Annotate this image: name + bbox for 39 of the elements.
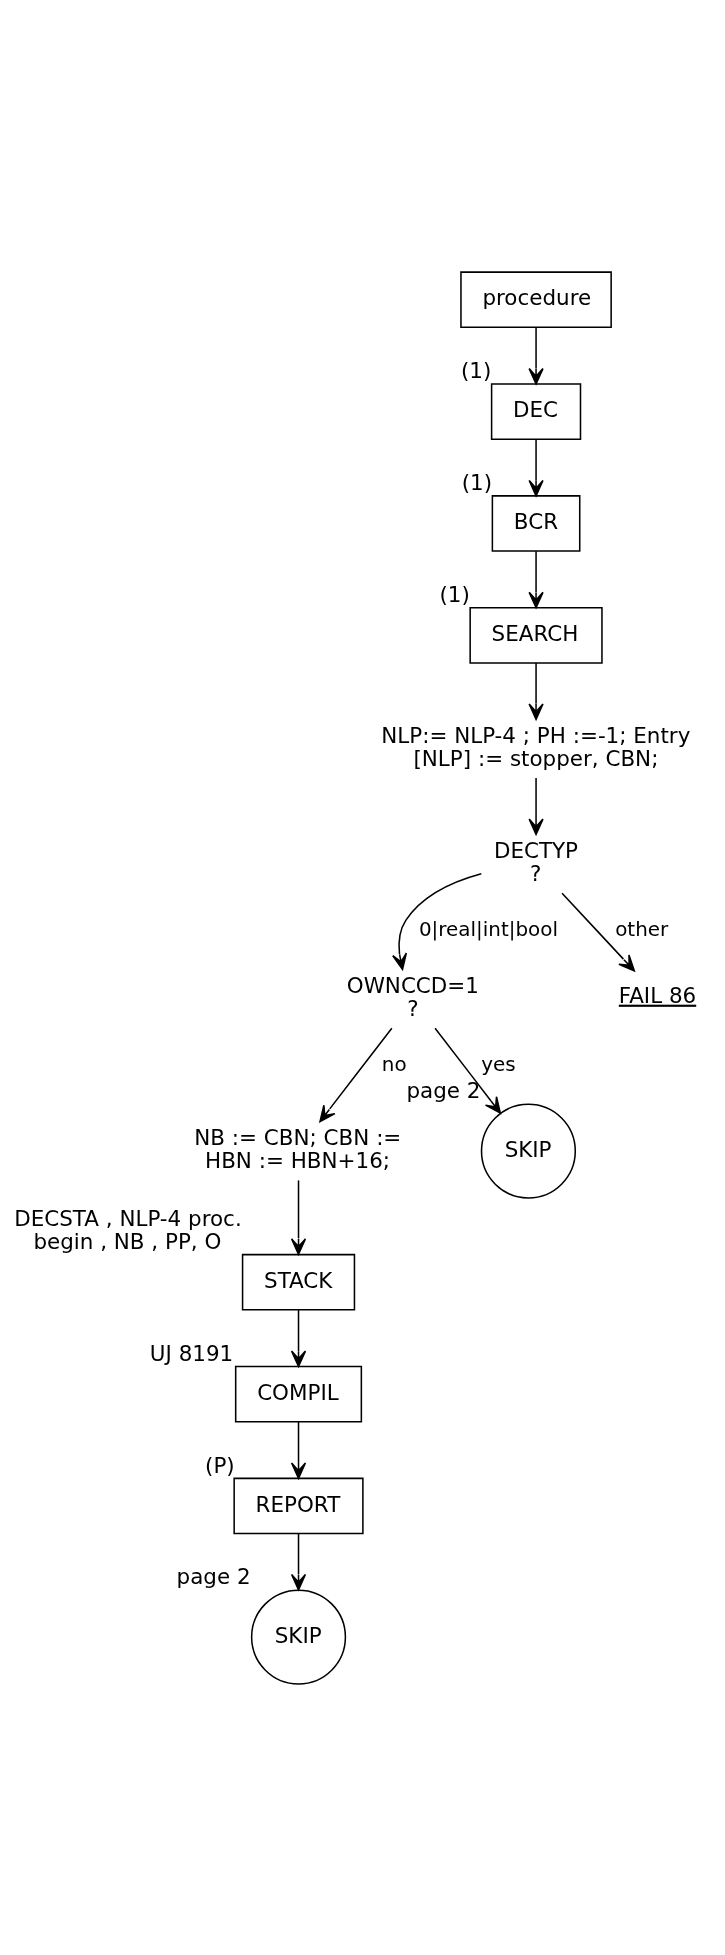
arrow — [290, 1308, 307, 1367]
node-box: REPORT — [233, 1477, 364, 1534]
arrow — [319, 1026, 393, 1122]
arrow — [434, 1026, 502, 1114]
node-label: DECSTA , NLP-4 proc. begin , NB , PP, O — [14, 1205, 242, 1254]
edge-label: other — [615, 917, 669, 941]
node-label: (1) — [439, 581, 470, 607]
node-circle: SKIP — [250, 1588, 347, 1685]
node-box: SEARCH — [469, 606, 603, 664]
node-box: STACK — [241, 1253, 356, 1311]
node-text: NB := CBN; CBN := HBN := HBN+16; — [194, 1124, 402, 1173]
arrow — [561, 891, 636, 972]
arrow — [528, 776, 544, 835]
node-label: page 2 — [176, 1563, 251, 1589]
node-label: page 2 — [406, 1077, 481, 1103]
node-box: procedure — [460, 270, 612, 328]
arrow — [528, 438, 544, 497]
arrow — [290, 1532, 307, 1591]
node-label: (1) — [461, 469, 493, 495]
edge-label: no — [381, 1052, 407, 1076]
node-label: UJ 8191 — [149, 1340, 234, 1366]
node-label: (1) — [460, 357, 492, 383]
node-circle: SKIP — [480, 1102, 577, 1199]
node-text: FAIL 86 — [618, 982, 697, 1008]
arrow — [528, 661, 544, 720]
edge-label: yes — [481, 1052, 516, 1076]
arrow — [392, 872, 483, 970]
node-text: DECTYP ? — [493, 837, 579, 886]
node-label: (P) — [205, 1452, 235, 1478]
node-box: BCR — [491, 494, 581, 552]
arrow — [290, 1179, 307, 1255]
node-box: COMPIL — [234, 1365, 363, 1422]
arrow — [528, 326, 544, 385]
arrow — [290, 1420, 307, 1479]
node-box: DEC — [490, 382, 582, 440]
edge-label: 0|real|int|bool — [418, 917, 558, 941]
node-text: OWNCCD=1 ? — [346, 972, 479, 1021]
arrow — [528, 550, 544, 608]
node-text: NLP:= NLP-4 ; PH :=-1; Entry [NLP] := stopper, CBN; — [381, 722, 691, 771]
